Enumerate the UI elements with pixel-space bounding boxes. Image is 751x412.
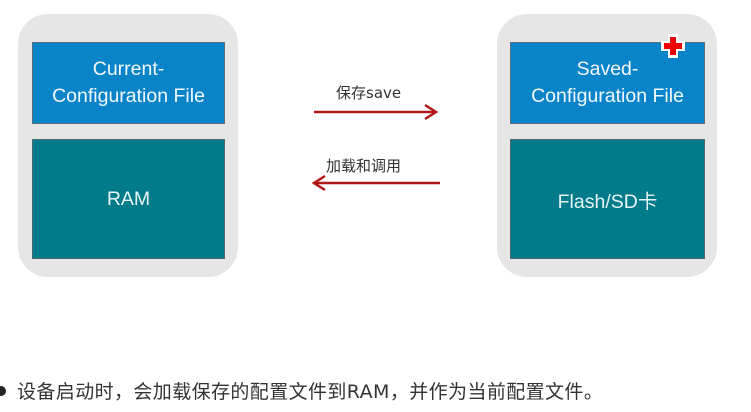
saved-config-line-2: Configuration File [531,85,684,107]
flash-sd-label: Flash/SD卡 [557,190,658,213]
boot-note-text: 设备启动时，会加载保存的配置文件到RAM，并作为当前配置文件。 [17,381,604,403]
current-config-line-2: Configuration File [52,85,205,107]
ram-label: RAM [106,187,151,210]
current-config-panel: Current- Configuration File RAM [18,14,238,277]
save-arrow-label: 保存save [336,84,402,102]
save-arrow [314,103,439,121]
ram-box: RAM [32,139,225,259]
load-arrow-label: 加载和调用 [326,157,402,175]
saved-config-line-1: Saved- [576,58,639,80]
bullet-dot-icon [0,386,6,396]
load-arrow [311,174,440,192]
flash-sd-box: Flash/SD卡 [510,139,705,259]
current-config-line-1: Current- [92,58,165,80]
saved-config-panel: Saved- Configuration File Flash/SD卡 [497,14,717,277]
red-cross-icon [661,34,685,58]
current-config-box: Current- Configuration File [32,42,225,124]
